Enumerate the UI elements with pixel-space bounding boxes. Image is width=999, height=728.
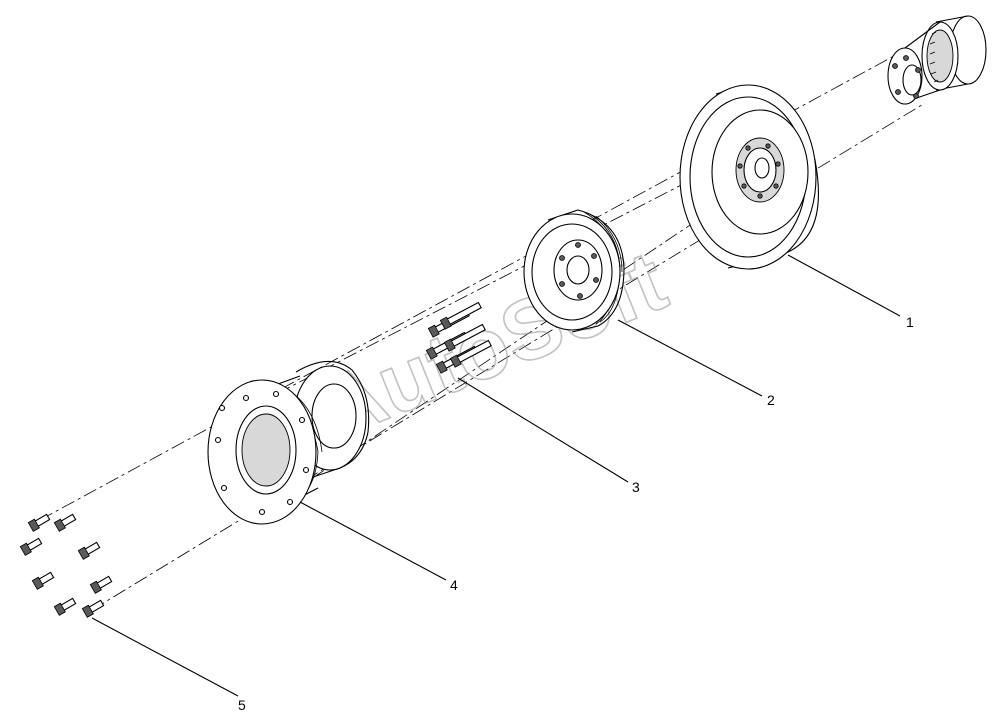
short-bolts-part-5 <box>19 513 113 618</box>
callout-label-3: 3 <box>632 479 640 495</box>
flange-housing-part-4 <box>207 360 370 525</box>
shaft-hub-part <box>887 15 987 105</box>
callout-label-4: 4 <box>450 577 458 593</box>
callout-label-2: 2 <box>767 392 775 408</box>
pulley-part-2 <box>523 209 625 333</box>
callout-label-1: 1 <box>906 314 914 330</box>
callout-label-5: 5 <box>238 697 246 713</box>
leader-lines <box>91 254 901 697</box>
damper-pulley-part-1 <box>679 84 819 270</box>
long-bolts-part-3 <box>425 301 492 374</box>
